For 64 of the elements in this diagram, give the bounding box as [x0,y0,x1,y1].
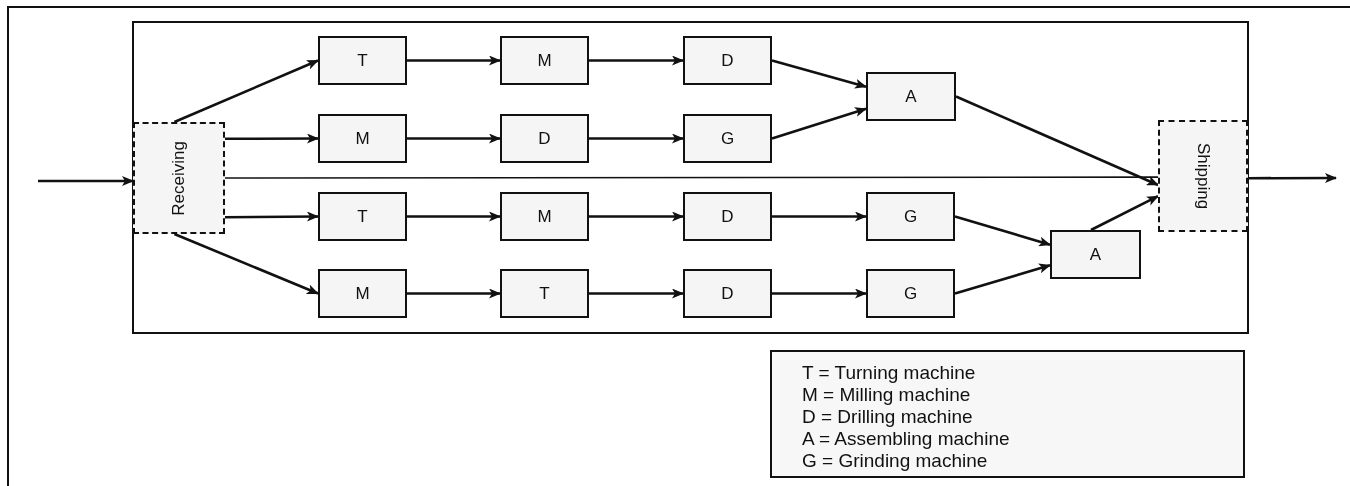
machine-label: D [721,283,734,304]
machine-box [866,269,955,318]
machine-box [683,114,772,163]
machine-box [683,192,772,241]
arrow [772,288,867,299]
key-entry: G = Grinding machine [802,450,989,472]
machine-label: D [721,50,734,71]
arrow [173,59,319,124]
machine-label: M [537,50,552,71]
machine-box [500,114,589,163]
arrow [771,59,867,89]
machine-label: M [355,283,370,304]
machine-label: G [903,206,918,227]
arrow [173,232,319,295]
machine-box [683,36,772,85]
machine-box [318,192,407,241]
arrow [771,107,867,140]
department-label: Shipping [1193,142,1213,210]
machine-box [318,114,407,163]
arrow [407,55,501,66]
key-entry: A = Assembling machine [802,428,1011,450]
machine-label: T [539,283,550,304]
connector-line [224,176,1159,179]
key-entry: M = Milling machine [802,384,972,406]
department-box [1158,120,1248,232]
arrow [954,263,1051,295]
machine-label: D [721,206,734,227]
machine-box [500,269,589,318]
machine-box [318,269,407,318]
arrow [589,133,684,144]
arrow [589,211,684,222]
arrow [1248,173,1337,184]
machine-box [683,269,772,318]
machine-box [500,192,589,241]
arrow [407,288,501,299]
machine-label: A [1089,244,1102,265]
arrow [954,215,1051,247]
machine-box [500,36,589,85]
arrow [225,133,319,144]
key-entry: T = Turning machine [802,362,977,384]
key-entry: D = Drilling machine [802,406,974,428]
machine-label: G [720,128,735,149]
machine-label: A [905,86,917,107]
arrow [772,211,867,222]
department-box [133,122,225,234]
arrow [407,133,501,144]
machine-label: D [538,128,551,149]
machine-label: M [355,128,370,149]
machine-label: T [357,206,368,227]
department-label: Receiving [169,140,189,216]
machine-box [1050,230,1141,279]
machine-box [318,36,407,85]
arrow [589,288,684,299]
machine-label: G [903,283,918,304]
machine-box [866,192,955,241]
arrow [225,211,319,222]
arrow [38,176,134,186]
arrow [1090,195,1159,232]
machine-box [866,72,956,121]
arrow [589,55,684,66]
arrow [407,211,501,222]
machine-label: T [357,50,368,71]
arrow [955,95,1159,187]
machine-label: M [537,206,552,227]
